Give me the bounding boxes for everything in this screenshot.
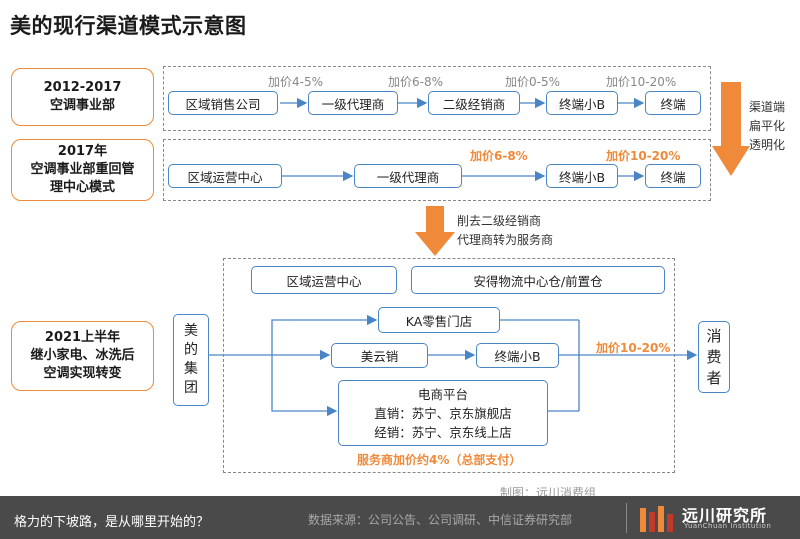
row1-markup-3: 加价0-5%: [505, 75, 561, 89]
era-box-2021: 2021上半年 继小家电、冰洗后 空调实现转变: [11, 321, 154, 391]
row3-frame: [223, 258, 675, 473]
era-period: 2021上半年: [44, 330, 121, 345]
row2-markup-1: 加价6-8%: [470, 149, 528, 163]
row2-frame: [163, 139, 711, 201]
middle-orange-arrow: [415, 206, 455, 256]
page-title: 美的现行渠道模式示意图: [10, 14, 247, 38]
row2-node-terminal-b: 终端小B: [546, 164, 618, 188]
consumer-box: 消 费 者: [698, 321, 730, 393]
row1-markup-2: 加价6-8%: [388, 75, 444, 89]
era-desc: 空调事业部重回管: [30, 162, 135, 177]
arrow-to-ecom: [271, 355, 338, 417]
footer-bar: [0, 496, 800, 539]
regional-ops-center: 区域运营中心: [251, 266, 397, 294]
ecom-direct: 直销：苏宁、京东旗舰店: [374, 405, 512, 421]
data-source: 数据来源：公司公告、公司调研、中信证券研究部: [308, 513, 573, 527]
footer-divider: [626, 503, 627, 533]
meiyun-sales: 美云销: [331, 343, 428, 368]
midea-group-box: 美 的 集 团: [173, 314, 209, 406]
footer-question: 格力的下坡路，是从哪里开始的？: [14, 515, 210, 530]
row1-node-terminal-b: 终端小B: [546, 91, 618, 115]
ecom-distribution: 经销：苏宁、京东线上店: [374, 424, 512, 440]
row1-node-regional-sales: 区域销售公司: [168, 91, 278, 115]
era-box-2017: 2017年 空调事业部重回管 理中心模式: [11, 139, 154, 201]
era-period: 2012-2017: [43, 80, 122, 95]
row2-node-terminal: 终端: [645, 164, 701, 188]
era-desc-2: 理中心模式: [49, 180, 115, 195]
logistics-warehouse: 安得物流中心仓/前置仓: [411, 266, 665, 294]
era-desc: 继小家电、冰洗后: [30, 348, 135, 363]
era-desc-2: 空调实现转变: [43, 366, 122, 381]
row1-node-first-agent: 一级代理商: [308, 91, 398, 115]
era-period: 2017年: [57, 144, 108, 159]
ecommerce-platform: 电商平台 直销：苏宁、京东旗舰店 经销：苏宁、京东线上店: [338, 380, 548, 446]
terminal-small-b: 终端小B: [476, 343, 559, 368]
row2-node-regional-ops: 区域运营中心: [168, 164, 282, 188]
row1-markup-4: 加价10-20%: [606, 75, 677, 89]
right-orange-arrow: [712, 82, 750, 176]
service-markup: 服务商加价约4%（总部支付）: [357, 453, 522, 467]
logo-icon: [640, 506, 673, 532]
row1-frame: [163, 66, 711, 131]
era-box-2012-2017: 2012-2017 空调事业部: [11, 68, 154, 126]
logo-english: YuanChuan Institution: [684, 522, 772, 530]
arrow-to-ka: [271, 314, 378, 355]
logo-name: 远川研究所: [682, 506, 768, 525]
ecom-title: 电商平台: [417, 386, 468, 402]
era-desc: 空调事业部: [49, 98, 115, 113]
row2-node-first-agent: 一级代理商: [354, 164, 462, 188]
row1-markup-1: 加价4-5%: [268, 75, 324, 89]
row2-markup-2: 加价10-20%: [606, 149, 681, 163]
flattening-note: 渠道端 扁平化 透明化: [749, 100, 786, 152]
row1-node-terminal: 终端: [645, 91, 701, 115]
row1-node-second-dealer: 二级经销商: [428, 91, 520, 115]
restructure-note: 削去二级经销商 代理商转为服务商: [457, 214, 554, 247]
row3-markup: 加价10-20%: [596, 341, 671, 355]
ka-retail-store: KA零售门店: [378, 307, 500, 333]
